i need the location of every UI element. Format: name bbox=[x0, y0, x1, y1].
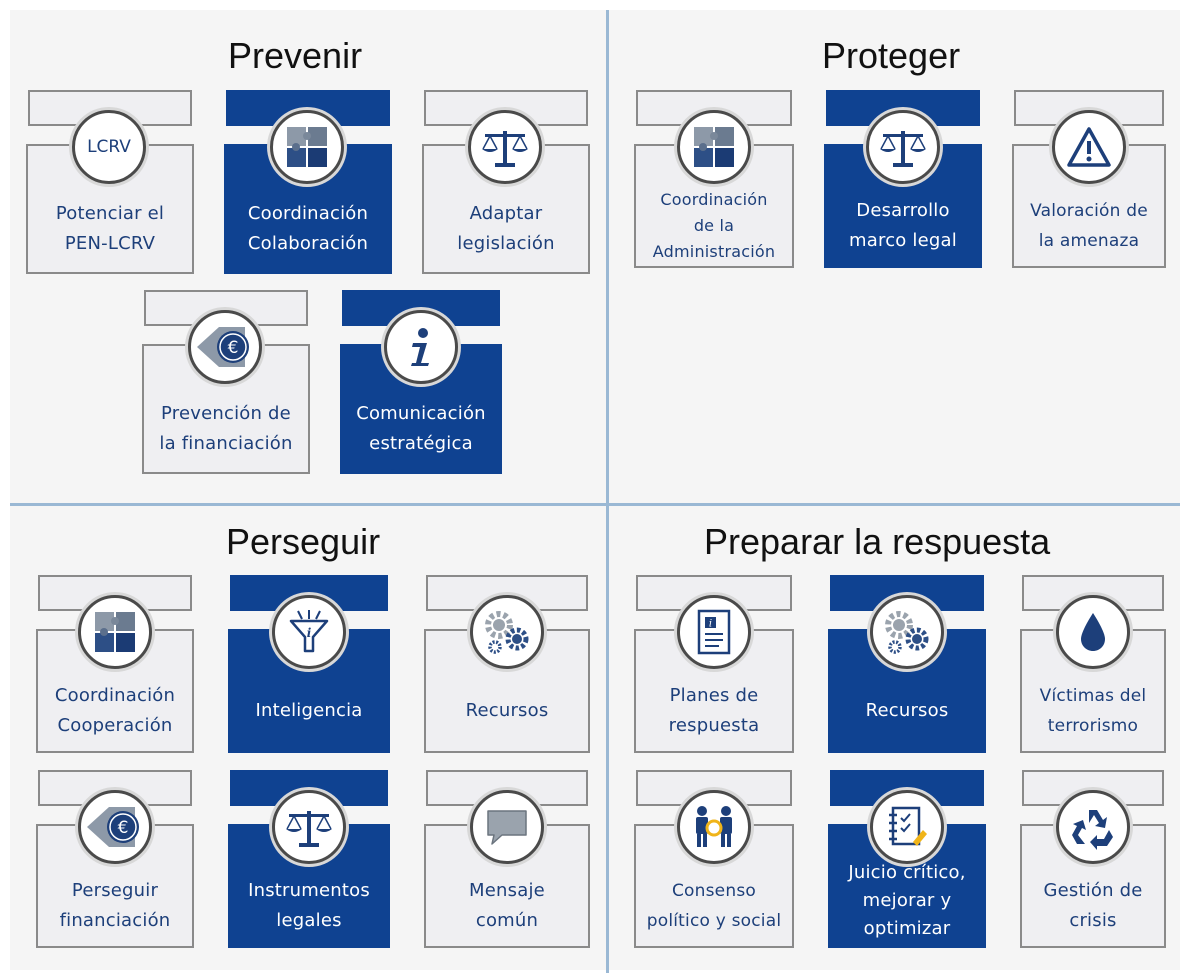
card-label: Planes de respuesta bbox=[668, 685, 760, 736]
card-juicio-critico: Juicio crítico, mejorar y optimizar bbox=[828, 770, 986, 948]
card-coordinacion-colaboracion: Coordinación Colaboración bbox=[224, 90, 392, 274]
funnel-info-icon: i bbox=[272, 595, 346, 669]
checklist-icon bbox=[870, 790, 944, 864]
card-label: Valoración de la amenaza bbox=[1030, 201, 1148, 251]
card-consenso-politico-social: Consenso político y social bbox=[634, 770, 794, 948]
quadrant-title-preparar: Preparar la respuesta bbox=[704, 521, 1051, 562]
scales-icon bbox=[468, 110, 542, 184]
card-coordinacion-administracion: Coordinación de la Administración bbox=[634, 90, 794, 268]
speech-bubble-icon bbox=[470, 790, 544, 864]
document-info-icon: i bbox=[677, 595, 751, 669]
card-desarrollo-marco-legal: Desarrollo marco legal bbox=[824, 90, 982, 268]
card-label: Potenciar el PEN-LCRV bbox=[55, 203, 165, 254]
card-victimas-terrorismo: Víctimas del terrorismo bbox=[1020, 575, 1166, 753]
card-label: Gestión de crisis bbox=[1043, 880, 1143, 931]
card-potenciar-pen-lcrv: Potenciar el PEN-LCRV LCRV bbox=[26, 90, 194, 274]
scales-icon bbox=[272, 790, 346, 864]
card-gestion-crisis: Gestión de crisis bbox=[1020, 770, 1166, 948]
puzzle-icon bbox=[677, 110, 751, 184]
quadrant-title-proteger: Proteger bbox=[822, 35, 961, 76]
gears-icon bbox=[870, 595, 944, 669]
card-planes-respuesta: Planes de respuesta i bbox=[634, 575, 794, 753]
card-label: Comunicación estratégica bbox=[356, 403, 486, 454]
card-label: Juicio crítico, mejorar y optimizar bbox=[848, 862, 966, 939]
svg-text:i: i bbox=[709, 619, 712, 630]
card-label: Recursos bbox=[865, 700, 949, 721]
diagram-board bbox=[10, 10, 1180, 970]
info-icon bbox=[384, 310, 458, 384]
drop-icon bbox=[1056, 595, 1130, 669]
card-label: Mensaje común bbox=[469, 880, 545, 931]
quadrant-title-perseguir: Perseguir bbox=[226, 521, 381, 562]
card-label: Víctimas del terrorismo bbox=[1039, 686, 1147, 736]
svg-text:€: € bbox=[228, 338, 239, 358]
card-inteligencia: Inteligencia i bbox=[228, 575, 390, 753]
vertical-divider bbox=[606, 10, 609, 973]
card-coordinacion-cooperacion: Coordinación Cooperación bbox=[36, 575, 194, 753]
lcrv-icon: LCRV bbox=[72, 110, 146, 184]
svg-text:i: i bbox=[307, 626, 312, 640]
card-mensaje-comun: Mensaje común bbox=[424, 770, 590, 948]
puzzle-icon bbox=[270, 110, 344, 184]
card-recursos-perseguir: Recursos bbox=[424, 575, 590, 753]
card-label: Perseguir financiación bbox=[59, 880, 171, 931]
card-label: Instrumentos legales bbox=[248, 880, 370, 931]
card-comunicacion-estrategica: Comunicación estratégica bbox=[340, 290, 502, 474]
card-adaptar-legislacion: Adaptar legislación bbox=[422, 90, 590, 274]
svg-text:€: € bbox=[118, 818, 129, 838]
euro-coin-icon: € bbox=[78, 790, 152, 864]
warning-icon bbox=[1052, 110, 1126, 184]
euro-coin-icon: € bbox=[188, 310, 262, 384]
card-prevencion-financiacion: Prevención de la financiación € bbox=[142, 290, 310, 474]
puzzle-icon bbox=[78, 595, 152, 669]
card-label: Coordinación Colaboración bbox=[247, 203, 369, 254]
card-recursos-preparar: Recursos bbox=[828, 575, 986, 753]
card-label: Inteligencia bbox=[255, 700, 363, 721]
card-label: Coordinación Cooperación bbox=[54, 685, 176, 736]
card-valoracion-amenaza: Valoración de la amenaza bbox=[1012, 90, 1166, 268]
card-label: Recursos bbox=[465, 700, 549, 721]
card-instrumentos-legales: Instrumentos legales bbox=[228, 770, 390, 948]
quadrant-title-prevenir: Prevenir bbox=[228, 35, 363, 76]
card-perseguir-financiacion: Perseguir financiación € bbox=[36, 770, 194, 948]
gears-icon bbox=[470, 595, 544, 669]
horizontal-divider bbox=[10, 503, 1180, 506]
card-label: Adaptar legislación bbox=[457, 203, 555, 254]
people-ring-icon bbox=[677, 790, 751, 864]
card-label: Coordinación de la Administración bbox=[652, 190, 776, 261]
scales-icon bbox=[866, 110, 940, 184]
card-label: Consenso político y social bbox=[646, 881, 782, 931]
card-label: Prevención de la financiación bbox=[159, 403, 293, 454]
card-label: Desarrollo marco legal bbox=[849, 200, 957, 251]
recycle-icon bbox=[1056, 790, 1130, 864]
